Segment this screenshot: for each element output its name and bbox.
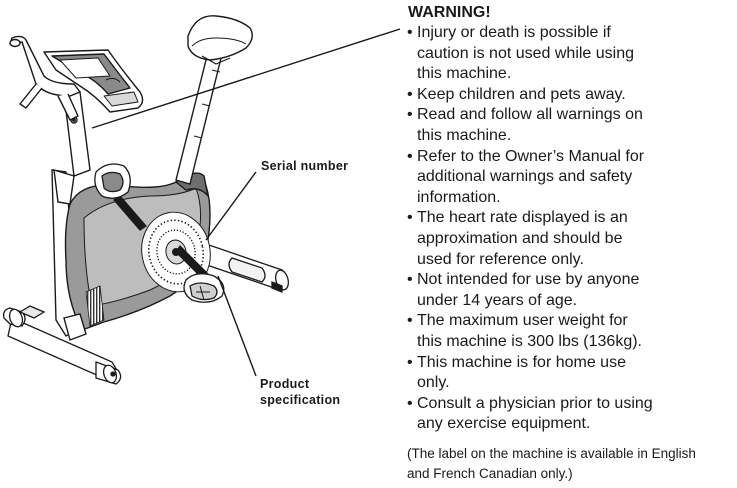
warning-item-text: Not intended for use by anyone under 14 … (417, 271, 640, 309)
warning-label-leader-line (91, 28, 401, 129)
warning-item-text: Refer to the Owner’s Manual for addition… (417, 147, 645, 206)
bullet-icon: • (407, 353, 413, 371)
front-stabilizer (203, 243, 289, 293)
warning-item: •The heart rate displayed is an approxim… (407, 208, 735, 270)
leader-lines (91, 28, 401, 377)
rear-pedal (94, 163, 147, 231)
warning-item: •This machine is for home use only. (407, 353, 735, 394)
seat (187, 15, 253, 65)
warning-item-text: The maximum user weight for this machine… (417, 312, 642, 350)
warning-item-text: Consult a physician prior to using any e… (417, 394, 653, 433)
bullet-icon: • (407, 147, 413, 165)
bullet-icon: • (407, 209, 413, 227)
pedal-crank (175, 244, 225, 303)
product-specification-callout: Product specification (260, 377, 341, 407)
product-specification-leader-line (217, 275, 257, 377)
serial-number-callout: Serial number (261, 159, 349, 173)
warning-item-text: Injury or death is possible if caution i… (417, 24, 635, 83)
bullet-icon: • (407, 85, 413, 103)
handlebar (9, 35, 81, 121)
warning-item: •Consult a physician prior to using any … (407, 394, 735, 435)
warning-item: •Not intended for use by anyone under 14… (407, 270, 735, 311)
serial-number-leader-line (205, 171, 257, 241)
warning-panel: WARNING! •Injury or death is possible if… (407, 3, 735, 484)
bullet-icon: • (407, 394, 413, 412)
warning-item-text: Read and follow all warnings on this mac… (417, 106, 643, 144)
warning-item-text: Keep children and pets away. (417, 85, 626, 103)
warning-title: WARNING! (408, 4, 491, 21)
warning-item: •Keep children and pets away. (407, 85, 735, 106)
warning-list: •Injury or death is possible if caution … (407, 23, 735, 435)
bullet-icon: • (407, 312, 413, 330)
warning-item: •Refer to the Owner’s Manual for additio… (407, 147, 735, 209)
warning-item-text: This machine is for home use only. (417, 353, 626, 392)
warning-item-text: The heart rate displayed is an approxima… (417, 209, 628, 268)
language-footnote: (The label on the machine is available i… (407, 445, 696, 481)
warning-item: •Injury or death is possible if caution … (407, 23, 735, 85)
seat-post (175, 51, 223, 185)
warning-item: •The maximum user weight for this machin… (407, 311, 735, 352)
bullet-icon: • (407, 24, 413, 41)
warning-item: •Read and follow all warnings on this ma… (407, 105, 735, 146)
rear-stabilizer (2, 305, 122, 385)
bullet-icon: • (407, 271, 413, 289)
bullet-icon: • (407, 106, 413, 124)
console (43, 49, 144, 113)
